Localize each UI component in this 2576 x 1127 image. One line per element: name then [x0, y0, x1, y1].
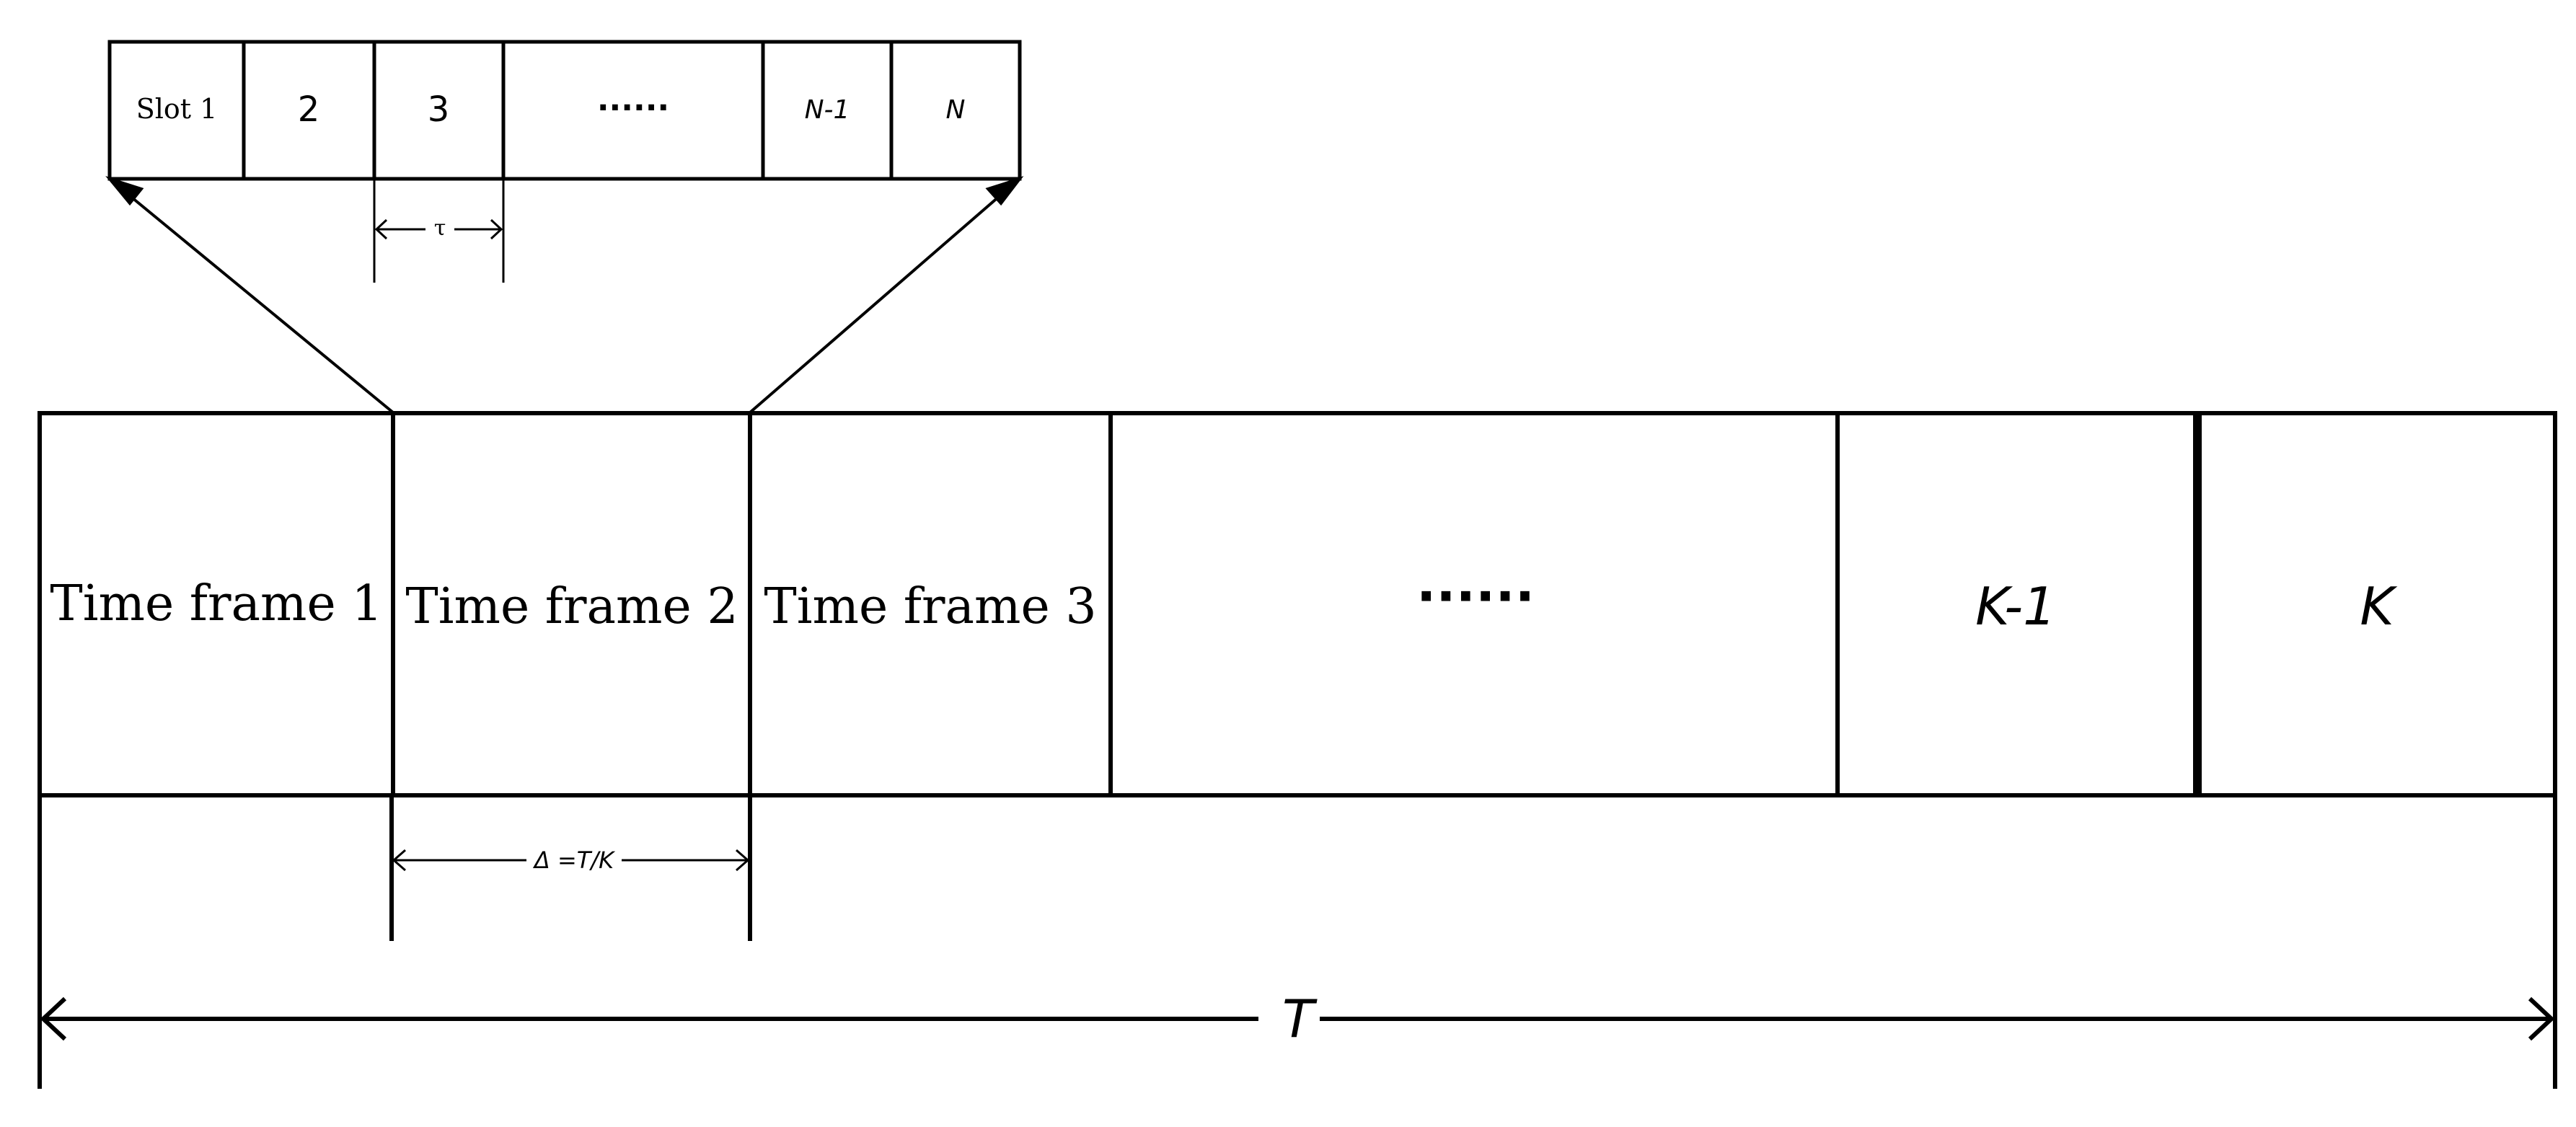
frame-label-k: K: [2360, 576, 2397, 637]
slot-strip-border: [107, 40, 1022, 181]
slot-strip: [107, 40, 1022, 181]
zoom-line-right: [749, 190, 1007, 414]
slot-label-n: N: [946, 95, 966, 125]
tau-dimension: [373, 179, 505, 283]
total-arrowhead-right: [2528, 996, 2555, 1041]
tau-label: τ: [434, 216, 446, 241]
delta-arrowhead-right: [736, 849, 750, 872]
frame-strip-border: [38, 411, 2557, 797]
slot-label-1: Slot 1: [136, 93, 218, 125]
frame-label-3: Time frame 3: [764, 578, 1096, 635]
slot-label-3: 3: [428, 89, 450, 130]
tau-arrowhead-left: [374, 218, 388, 240]
zoom-arrowhead-left: [105, 176, 144, 206]
frame-label-1: Time frame 1: [50, 575, 382, 632]
frame-label-k-minus-1: K-1: [1975, 576, 2056, 637]
slot-label-2: 2: [298, 89, 320, 130]
zoom-line-left: [123, 190, 394, 414]
frame-strip: [38, 411, 2557, 797]
total-label: T: [1282, 989, 1318, 1049]
frame-label-2: Time frame 2: [405, 578, 738, 635]
frame-label-ellipsis: ······: [1416, 566, 1535, 627]
zoom-arrowhead-right: [985, 176, 1024, 206]
zoom-lines: [105, 176, 1024, 414]
delta-arrowhead-left: [392, 849, 406, 872]
total-arrowhead-left: [40, 996, 67, 1041]
tau-arrowhead-right: [490, 218, 503, 240]
slot-label-ellipsis: ······: [597, 89, 669, 126]
delta-label: Δ =T/K: [532, 847, 616, 874]
total-dimension: [38, 795, 2557, 1089]
slot-label-n-minus-1: N-1: [805, 95, 850, 125]
delta-dimension: [389, 795, 752, 941]
